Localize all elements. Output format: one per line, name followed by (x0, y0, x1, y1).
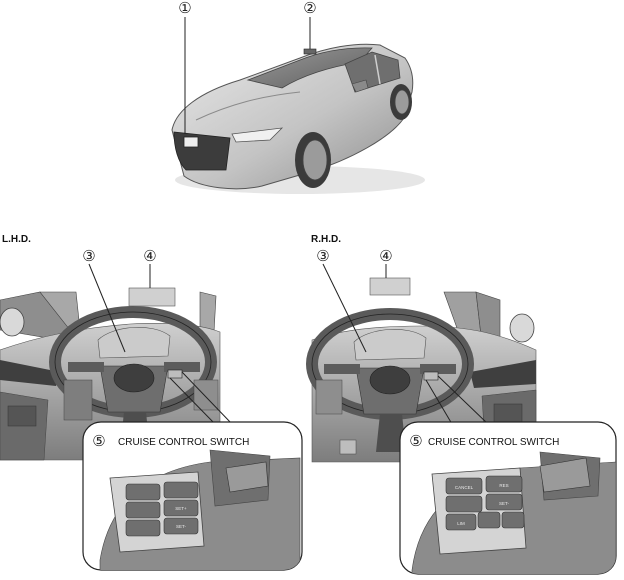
section-label-rhd: R.H.D. (311, 234, 341, 245)
rhd-cruise-switch-inset: CANCEL RES SET- LIM (399, 421, 617, 575)
car-illustration (171, 43, 425, 194)
section-label-lhd: L.H.D. (2, 234, 31, 245)
lhd-head-up-display-box (128, 287, 176, 307)
rhd-button-lim-label: LIM (457, 521, 465, 526)
lhd-zoom-lines (169, 371, 233, 425)
callout-3-lhd: ③ (82, 248, 126, 353)
rhd-button-res-label: RES (499, 483, 508, 488)
callout-1-number: ① (178, 0, 191, 17)
rhd-inset-title: CRUISE CONTROL SWITCH (428, 437, 559, 448)
callout-2-number: ② (303, 0, 316, 17)
rhd-button-cancel-label: CANCEL (455, 485, 474, 490)
lhd-interior-illustration (0, 291, 221, 461)
callout-1: ① (178, 0, 192, 134)
callout-4-rhd-number: ④ (379, 248, 392, 265)
callout-4-lhd-number: ④ (143, 248, 156, 265)
lhd-cruise-switch-inset: SET+ SET- (82, 421, 303, 571)
lhd-button-set-plus-label: SET+ (175, 506, 187, 511)
lhd-button-set-minus-label: SET- (176, 524, 187, 529)
rhd-inset-heading: ⑤ CRUISE CONTROL SWITCH (409, 433, 559, 450)
callout-3-rhd: ③ (316, 248, 367, 353)
callout-4-lhd: ④ (143, 248, 157, 288)
callout-2: ② (303, 0, 317, 49)
callout-3-rhd-number: ③ (316, 248, 329, 265)
rhd-button-set-minus-label: SET- (499, 501, 510, 506)
rhd-zoom-lines (425, 375, 489, 425)
callout-5-rhd-number: ⑤ (409, 433, 422, 450)
callout-5-lhd-number: ⑤ (92, 433, 105, 450)
callout-4-rhd: ④ (379, 248, 393, 278)
lhd-inset-heading: ⑤ CRUISE CONTROL SWITCH (92, 433, 249, 450)
callout-3-lhd-number: ③ (82, 248, 95, 265)
lhd-inset-title: CRUISE CONTROL SWITCH (118, 437, 249, 448)
rhd-head-up-display-box (369, 277, 411, 296)
